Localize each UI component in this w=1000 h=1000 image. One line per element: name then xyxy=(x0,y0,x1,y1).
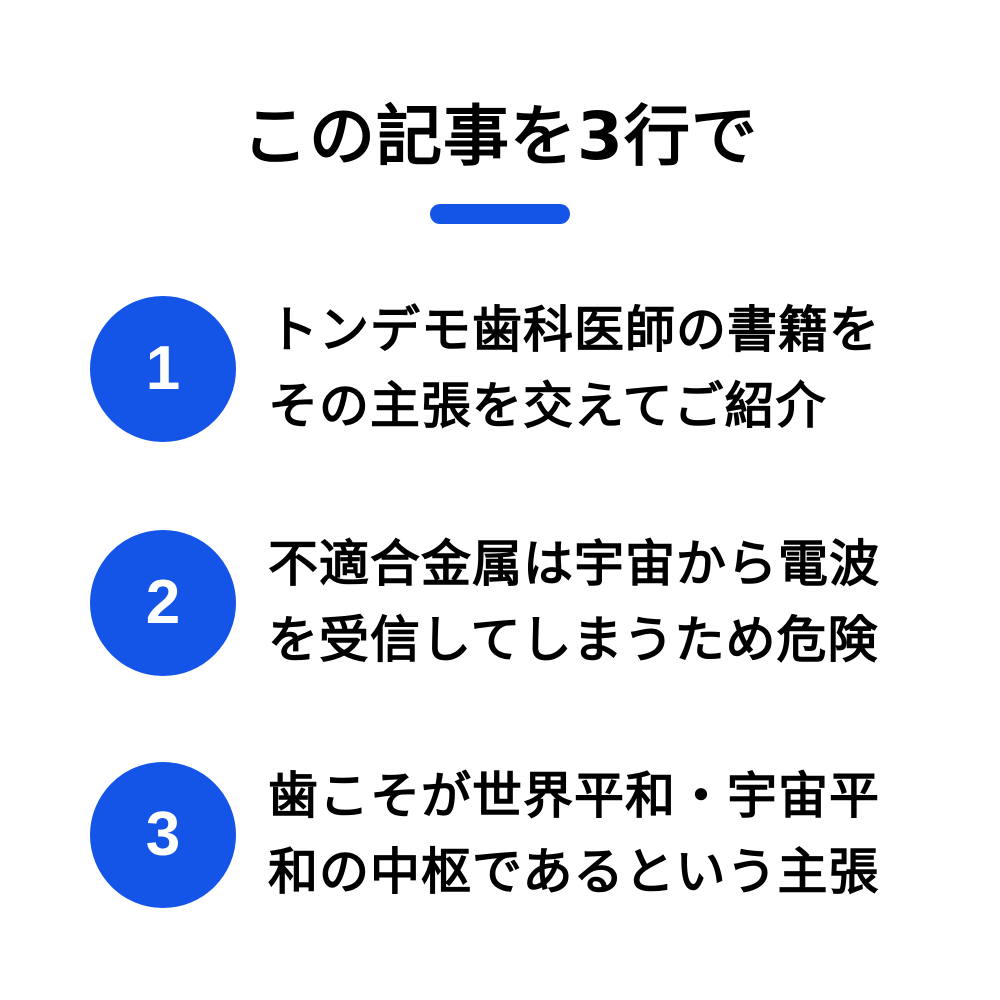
summary-line: 不適合金属は宇宙から電波 xyxy=(268,535,880,593)
summary-text-1: トンデモ歯科医師の書籍を その主張を交えてご紹介 xyxy=(268,292,948,444)
summary-text-3: 歯こそが世界平和・宇宙平 和の中枢であるという主張 xyxy=(268,758,948,910)
number-badge-3: 3 xyxy=(90,762,236,908)
summary-point-1: 1 トンデモ歯科医師の書籍を その主張を交えてご紹介 xyxy=(90,292,950,452)
summary-line: その主張を交えてご紹介 xyxy=(268,377,827,435)
summary-point-2: 2 不適合金属は宇宙から電波 を受信してしまうため危険 xyxy=(90,526,950,686)
summary-text-2: 不適合金属は宇宙から電波 を受信してしまうため危険 xyxy=(268,526,948,678)
page-title: この記事を3行で xyxy=(242,98,758,175)
summary-line: トンデモ歯科医師の書籍を xyxy=(268,301,880,359)
summary-point-3: 3 歯こそが世界平和・宇宙平 和の中枢であるという主張 xyxy=(90,758,950,918)
summary-line: 歯こそが世界平和・宇宙平 xyxy=(268,767,880,825)
number-badge-2: 2 xyxy=(90,530,236,676)
summary-line: を受信してしまうため危険 xyxy=(268,611,879,669)
number-badge-1: 1 xyxy=(90,296,236,442)
summary-line: 和の中枢であるという主張 xyxy=(268,843,880,901)
title-underline xyxy=(430,204,570,224)
